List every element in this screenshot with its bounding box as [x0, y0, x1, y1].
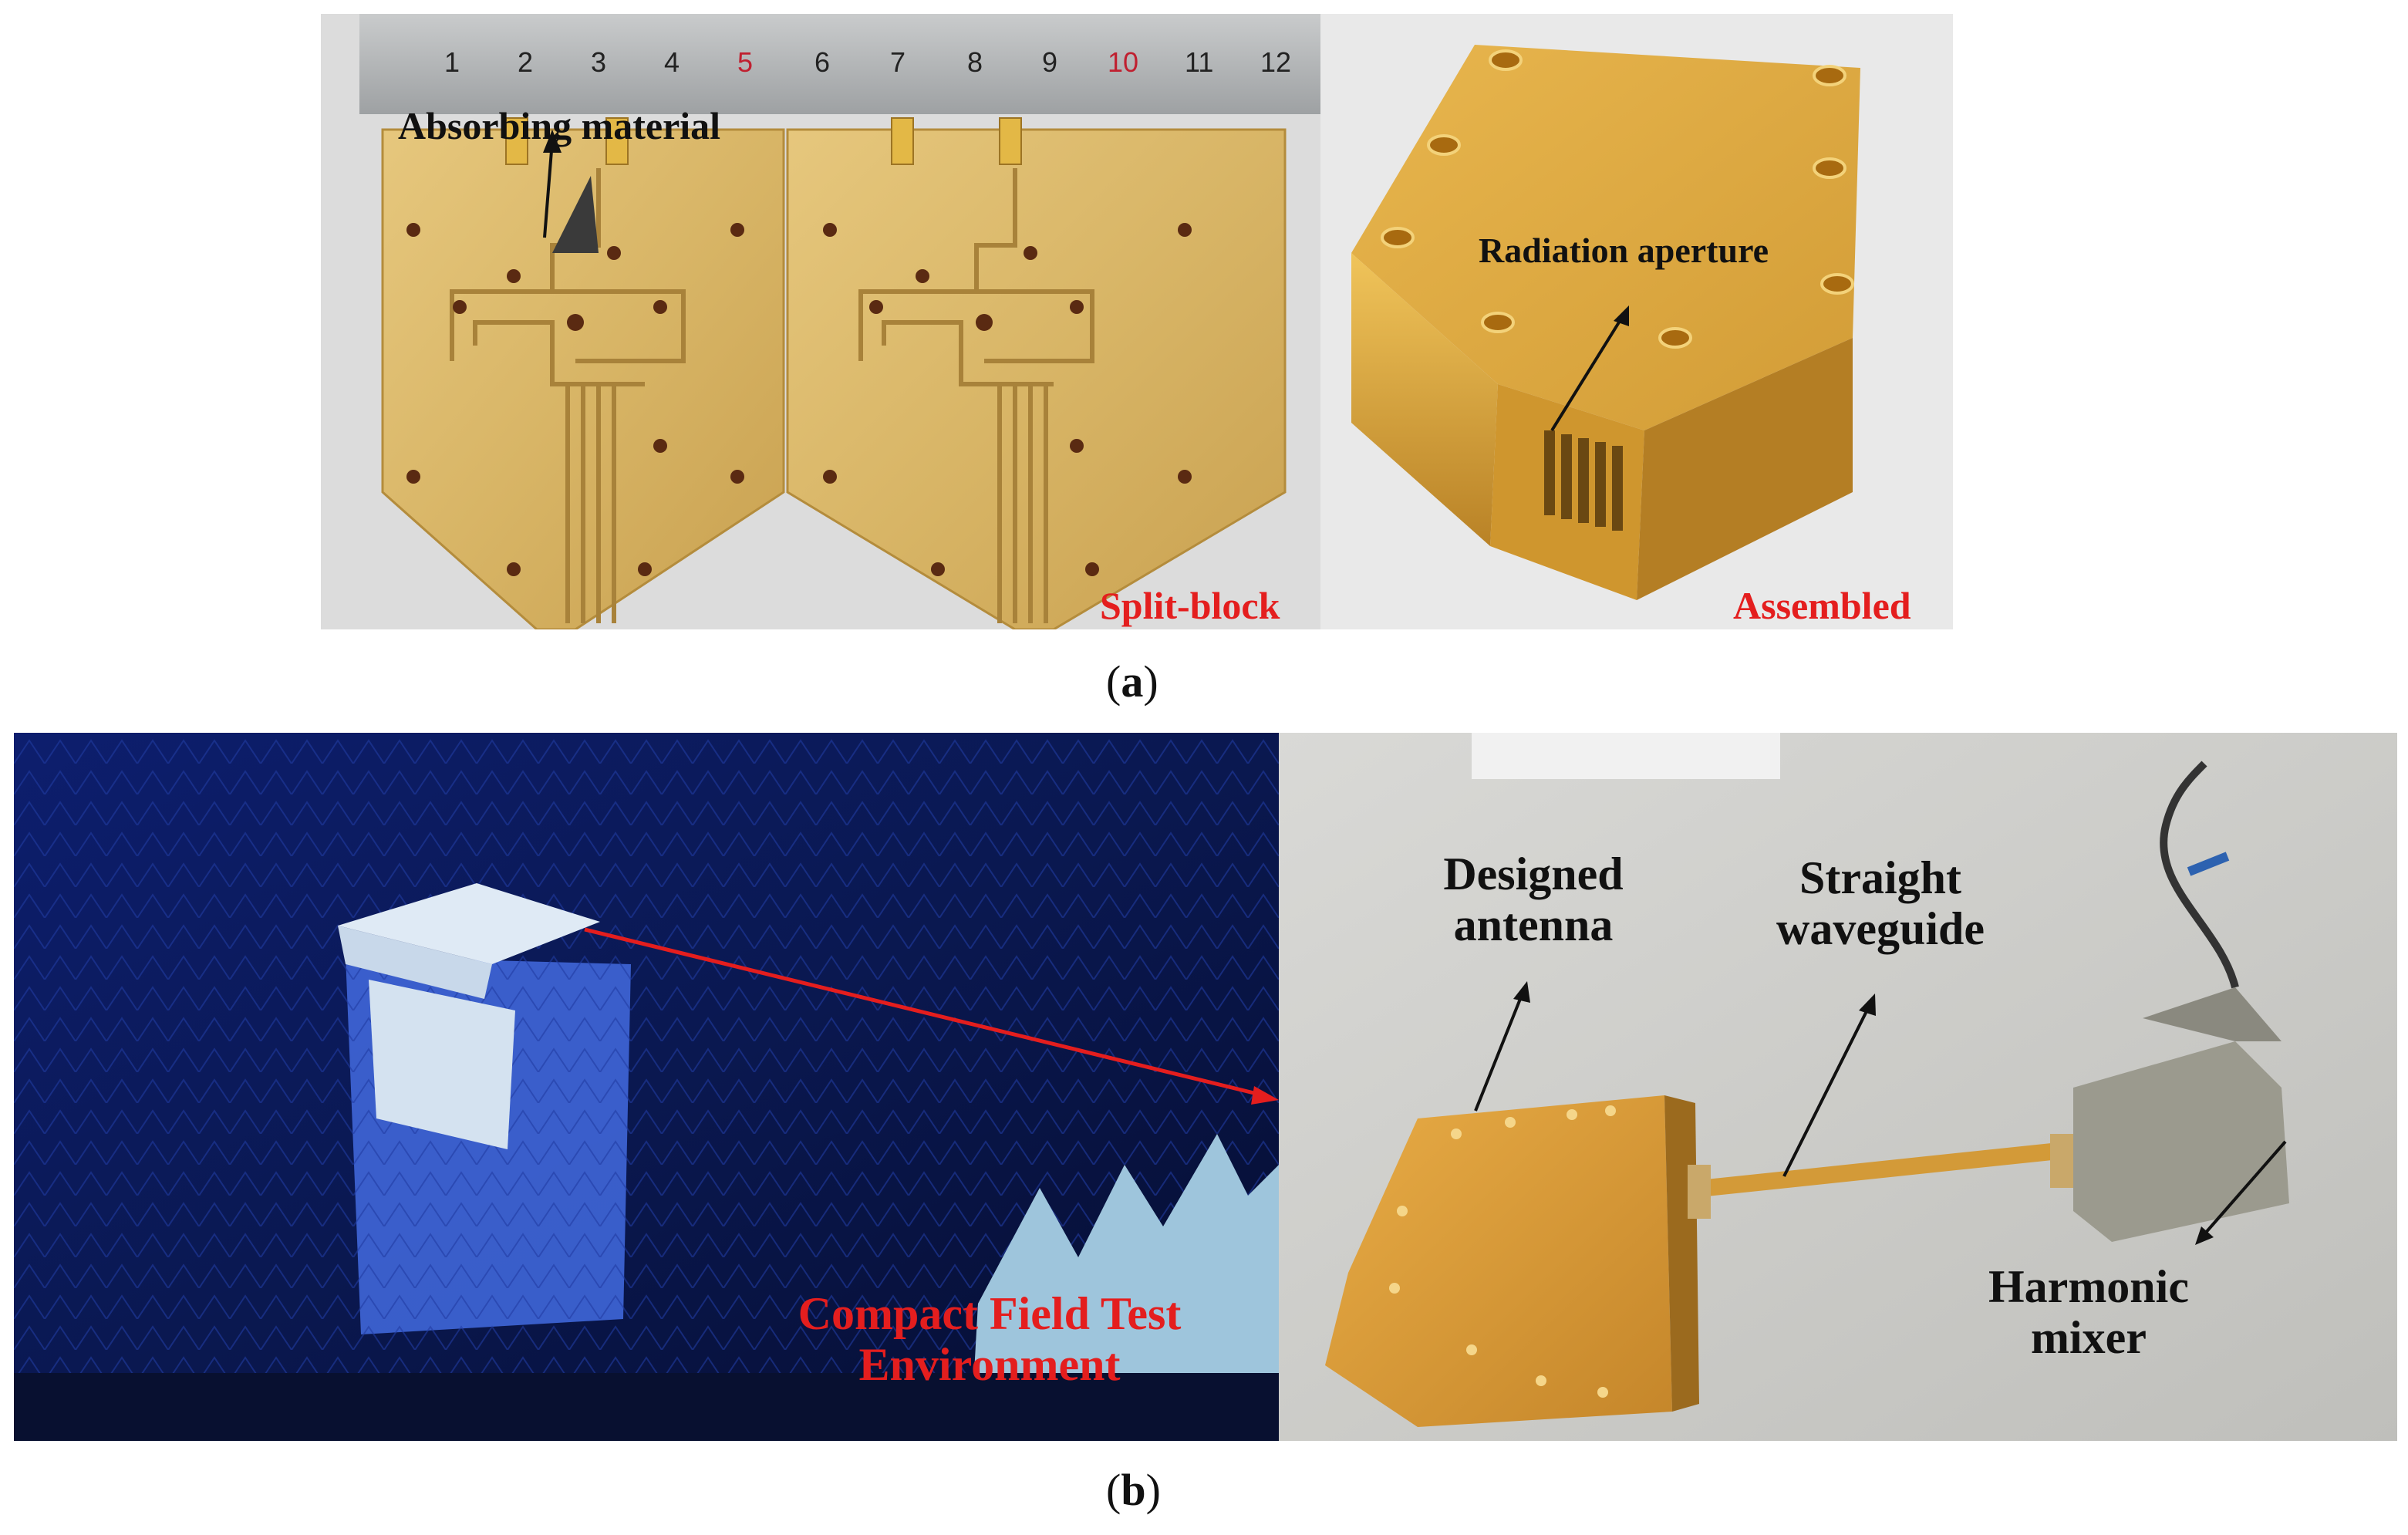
assembled-tag: Assembled [1733, 584, 1911, 627]
harmonic-mixer-line1: Harmonic [1988, 1261, 2189, 1312]
assembled-photo: Radiation aperture Assembled [1320, 14, 1953, 629]
straight-waveguide-line2: waveguide [1776, 903, 1985, 954]
split-block-photo: 1 2 3 4 5 6 7 8 9 10 11 12 Absorbing mat… [321, 14, 1320, 629]
split-block-image [321, 14, 1320, 629]
split-block-tag: Split-block [1100, 584, 1280, 627]
environment-label: Compact Field Test Environment [735, 1288, 1244, 1390]
setup-image [1279, 733, 2397, 1441]
harmonic-mixer-label: Harmonic mixer [1973, 1261, 2204, 1363]
straight-waveguide-line1: Straight [1799, 852, 1961, 903]
assembled-image [1320, 14, 1953, 629]
caption-a: (a) [1106, 656, 1158, 707]
chamber-image [14, 733, 1279, 1441]
setup-photo: Designed antenna Straight waveguide Harm… [1279, 733, 2397, 1441]
caption-b-letter: b [1121, 1465, 1146, 1515]
environment-label-line2: Environment [858, 1339, 1121, 1390]
designed-antenna-label: Designed antenna [1425, 848, 1641, 950]
designed-antenna-line2: antenna [1453, 899, 1614, 950]
straight-waveguide-label: Straight waveguide [1749, 852, 2012, 954]
environment-label-line1: Compact Field Test [798, 1288, 1182, 1339]
radiation-aperture-label: Radiation aperture [1479, 231, 1769, 270]
designed-antenna-line1: Designed [1443, 848, 1624, 899]
caption-b: (b) [1106, 1465, 1161, 1515]
harmonic-mixer-line2: mixer [2031, 1312, 2147, 1363]
absorbing-material-label: Absorbing material [398, 104, 721, 147]
chamber-photo: Compact Field Test Environment [14, 733, 1279, 1441]
caption-a-letter: a [1121, 656, 1144, 707]
